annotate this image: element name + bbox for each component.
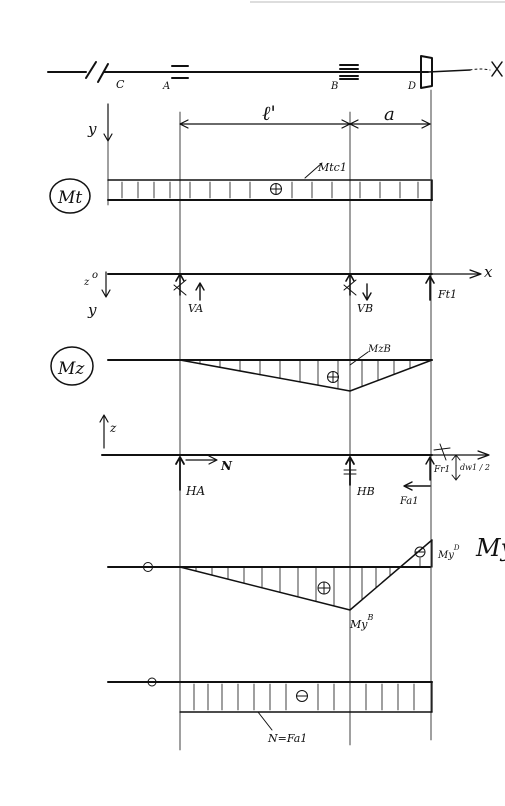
torsion-value-label: Mtc1 bbox=[317, 161, 347, 174]
y-axis-arrow bbox=[103, 103, 113, 142]
reaction-hb: HB bbox=[356, 485, 375, 498]
moment-y-side-label: MyD bbox=[475, 532, 505, 562]
pulley-d bbox=[420, 55, 433, 89]
dimension-line bbox=[179, 119, 431, 129]
force-fr1: Fr1 bbox=[433, 465, 450, 475]
axis-label-y-top: y bbox=[87, 120, 97, 138]
vertical-plane-beam bbox=[101, 269, 482, 301]
vplane-axis-x: x bbox=[484, 263, 493, 281]
force-ft1: Ft1 bbox=[437, 288, 457, 301]
point-label-a: A bbox=[162, 81, 170, 92]
half-diameter-label: dw1 / 2 bbox=[460, 463, 490, 472]
moment-z-value: MzB bbox=[367, 344, 391, 355]
force-fa1: Fa1 bbox=[399, 496, 419, 507]
point-label-d: D bbox=[407, 81, 416, 92]
moment-z-label: Mz bbox=[57, 359, 85, 379]
moment-z-circle-label bbox=[50, 346, 94, 386]
reaction-vb: VB bbox=[357, 302, 373, 315]
reaction-va: VA bbox=[188, 302, 203, 315]
moment-y-diagram bbox=[107, 539, 433, 611]
moment-y-label-b: MyB bbox=[349, 613, 373, 631]
normal-force-n: N bbox=[220, 459, 233, 473]
torsion-circle-label bbox=[49, 178, 91, 214]
point-label-b: B bbox=[330, 81, 338, 92]
torsion-diagram bbox=[107, 162, 433, 201]
moment-y-label-d: MyD bbox=[437, 544, 460, 561]
reaction-ha: HA bbox=[185, 484, 205, 498]
bearing-a bbox=[171, 65, 189, 79]
bearing-b bbox=[339, 64, 359, 80]
reference-lines bbox=[107, 89, 432, 751]
normal-force-label: N=Fa1 bbox=[267, 732, 307, 745]
moment-z-diagram bbox=[107, 351, 433, 392]
horizontal-plane-beam bbox=[99, 414, 490, 491]
torsion-label: Mt bbox=[57, 188, 82, 208]
shaft-sketch bbox=[47, 55, 503, 89]
vplane-axis-o: o bbox=[92, 270, 98, 281]
dimension-l-label: ℓ' bbox=[262, 101, 276, 125]
vplane-axis-z: z bbox=[83, 277, 90, 288]
vplane-axis-y: y bbox=[87, 301, 97, 319]
normal-force-diagram bbox=[107, 677, 433, 731]
hplane-axis-z: z bbox=[109, 421, 117, 435]
dimension-a-label: a bbox=[384, 104, 395, 125]
point-label-c: C bbox=[116, 78, 125, 91]
